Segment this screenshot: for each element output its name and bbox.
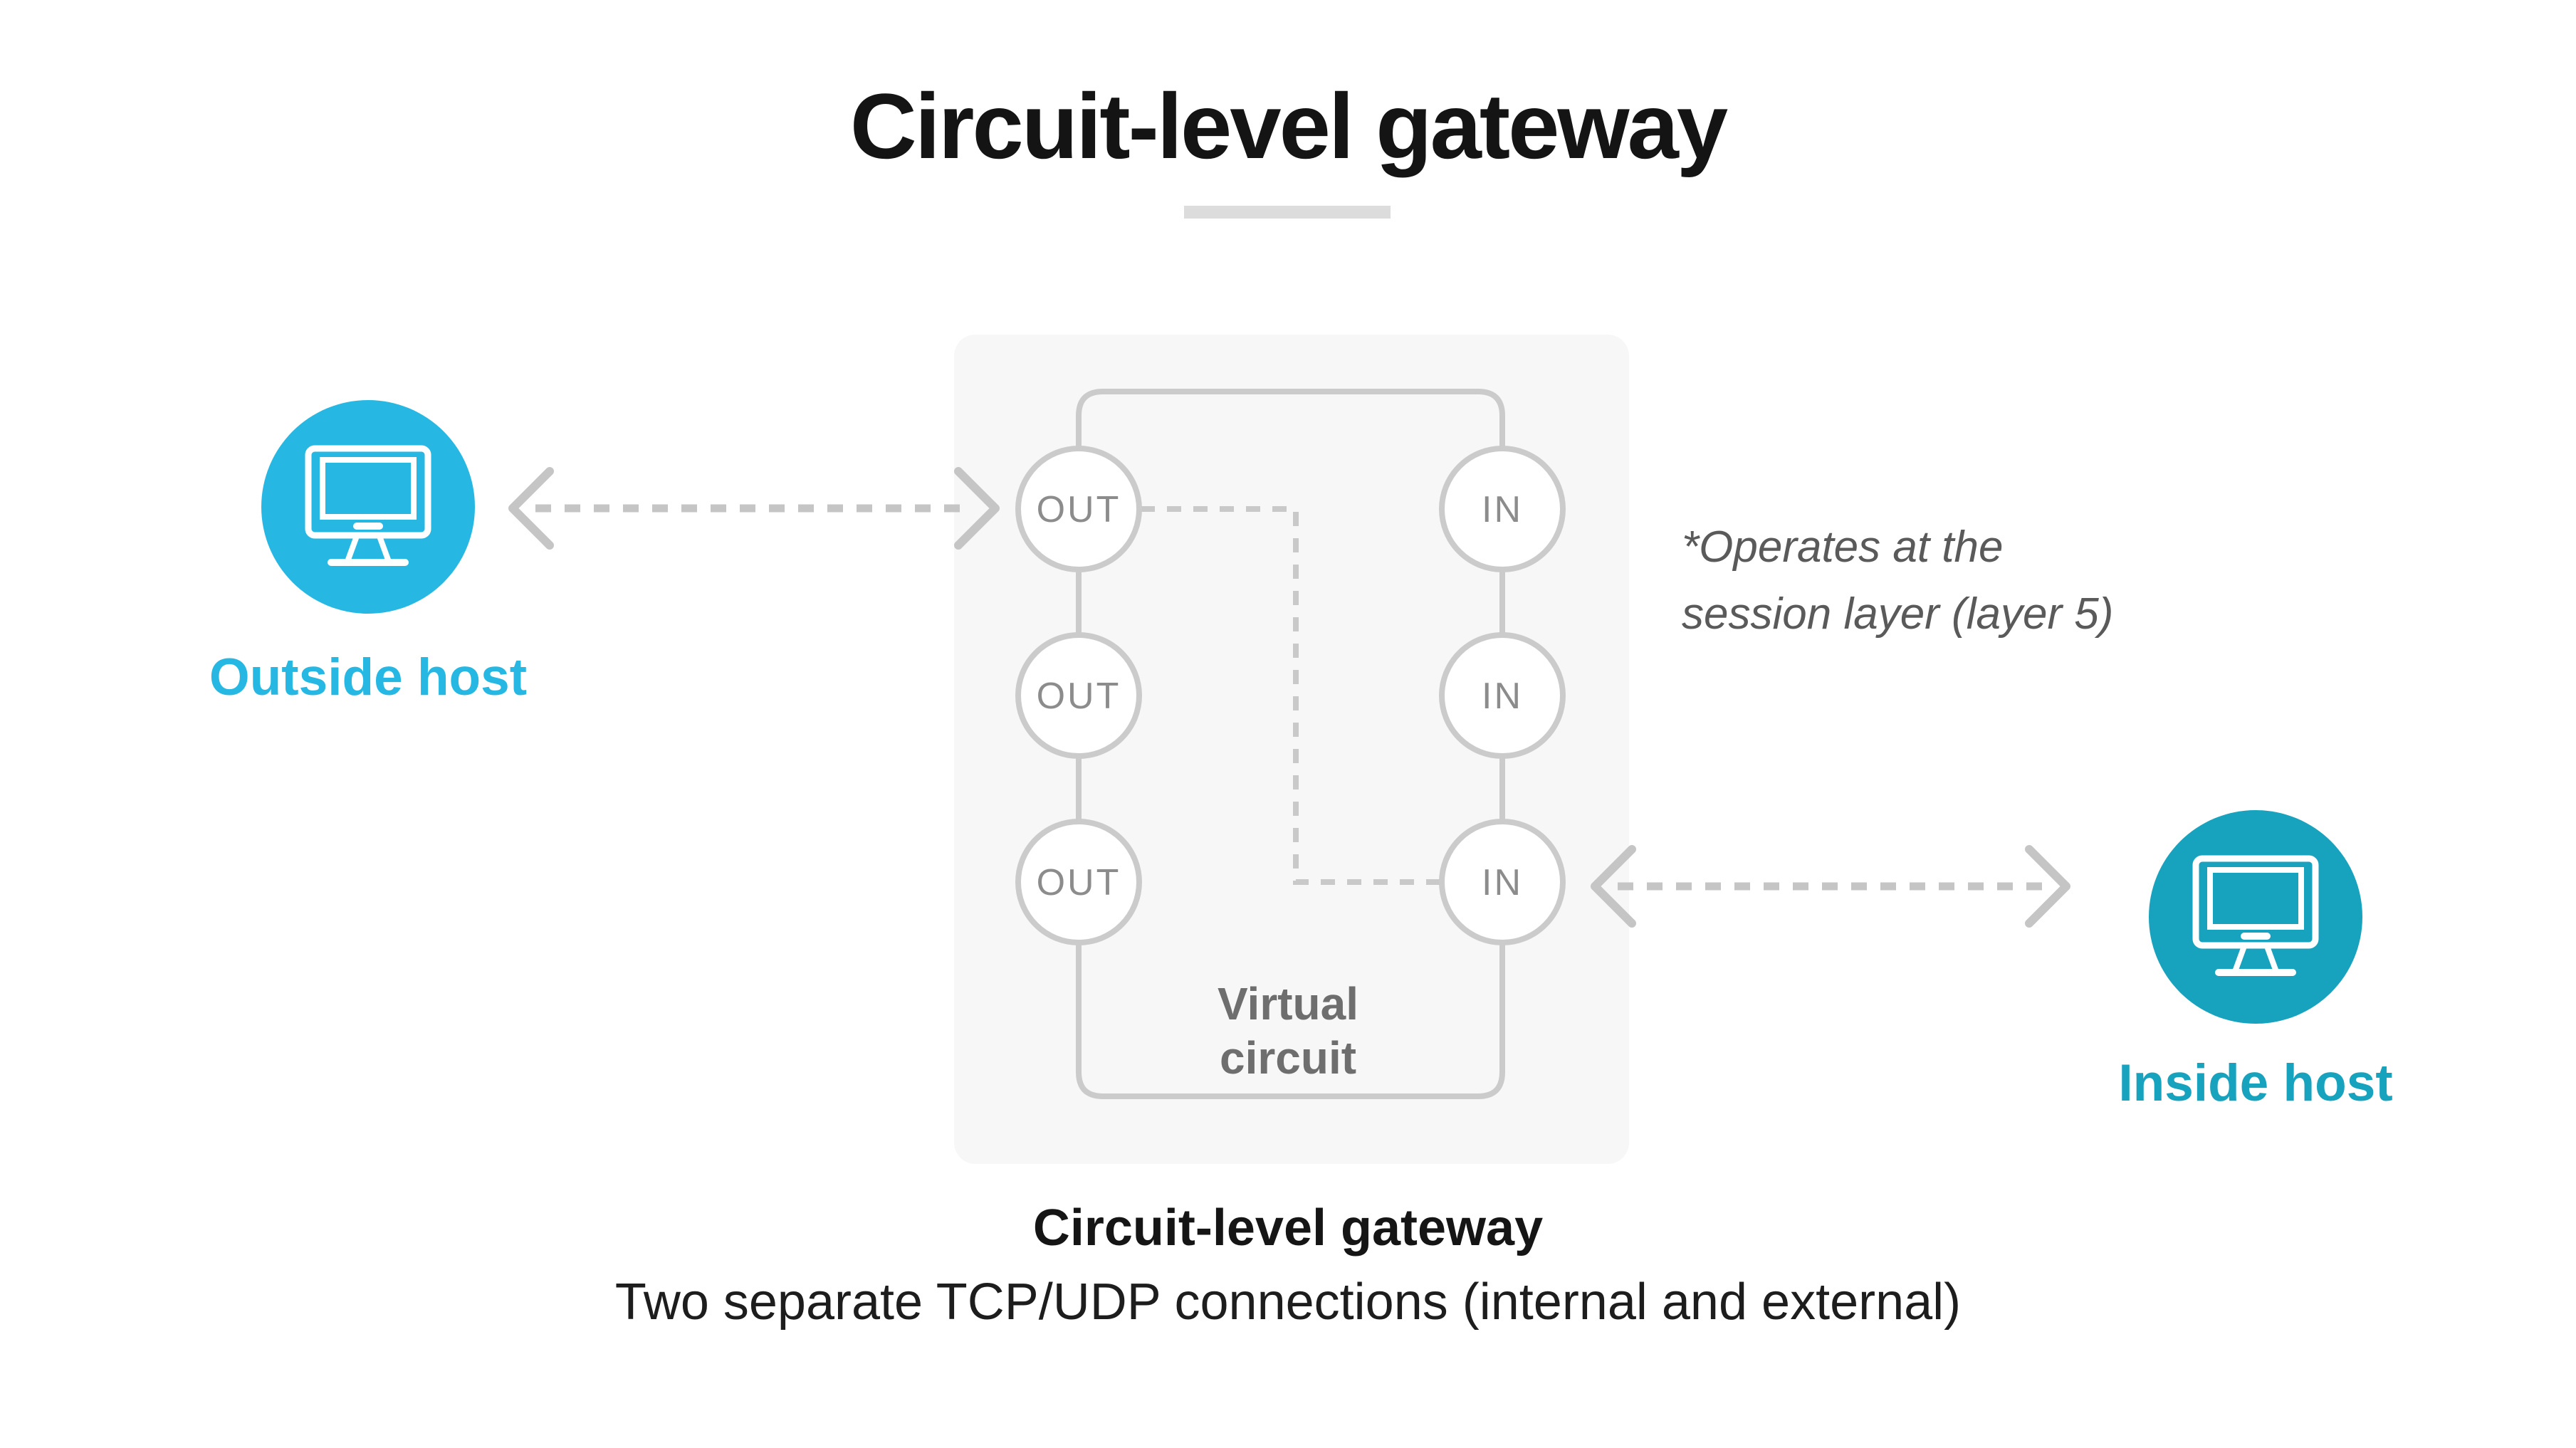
page-title: Circuit-level gateway bbox=[849, 74, 1728, 178]
arrowhead-left-icon bbox=[1591, 845, 1636, 928]
out-port-circle-1 bbox=[1015, 446, 1142, 572]
outside-host-label: Outside host bbox=[209, 649, 528, 706]
virtual-circuit-label: Virtual circuit bbox=[1039, 977, 1537, 1085]
monitor-icon bbox=[305, 445, 431, 566]
monitor-icon bbox=[2192, 855, 2319, 976]
virtual-circuit-line-2: circuit bbox=[1219, 1032, 1357, 1084]
inside-host-badge bbox=[2149, 810, 2362, 1024]
outside-connection-arrow bbox=[508, 467, 1000, 550]
out-port-label-3: OUT bbox=[1037, 862, 1121, 903]
out-port-label-2: OUT bbox=[1037, 676, 1121, 717]
title-divider bbox=[1184, 206, 1391, 219]
inside-host-label: Inside host bbox=[2118, 1054, 2393, 1112]
out-port-label-1: OUT bbox=[1037, 489, 1121, 530]
arrowhead-right-icon bbox=[2025, 845, 2070, 928]
note-line-1: *Operates at the bbox=[1682, 523, 2004, 572]
in-port-label-1: IN bbox=[1482, 489, 1523, 530]
gateway-subcaption: Two separate TCP/UDP connections (intern… bbox=[614, 1274, 1962, 1331]
in-port-circle-2 bbox=[1439, 632, 1566, 759]
arrowhead-left-icon bbox=[508, 467, 554, 550]
in-port-label-3: IN bbox=[1482, 862, 1523, 903]
out-ports: OUT OUT OUT bbox=[1015, 446, 1142, 945]
in-ports: IN IN IN bbox=[1439, 446, 1566, 945]
out-port-circle-2 bbox=[1015, 632, 1142, 759]
in-port-circle-1 bbox=[1439, 446, 1566, 572]
outside-host-badge bbox=[261, 400, 475, 614]
out-port-circle-3 bbox=[1015, 819, 1142, 945]
circuit-connector-lines bbox=[1076, 389, 1505, 1099]
inside-host-circle bbox=[2149, 810, 2362, 1024]
session-layer-note: *Operates at the session layer (layer 5) bbox=[1682, 514, 2113, 648]
in-port-label-2: IN bbox=[1482, 676, 1523, 717]
bottom-bracket-line bbox=[1076, 940, 1505, 1099]
top-bracket-line bbox=[1076, 389, 1505, 451]
outside-host-circle bbox=[261, 400, 475, 614]
gateway-caption: Circuit-level gateway bbox=[1032, 1200, 1544, 1256]
virtual-circuit-line-1: Virtual bbox=[1218, 978, 1358, 1029]
arrowhead-right-icon bbox=[954, 467, 1000, 550]
in-port-circle-3 bbox=[1439, 819, 1566, 945]
note-line-2: session layer (layer 5) bbox=[1682, 589, 2114, 639]
inside-connection-arrow bbox=[1591, 845, 2070, 928]
